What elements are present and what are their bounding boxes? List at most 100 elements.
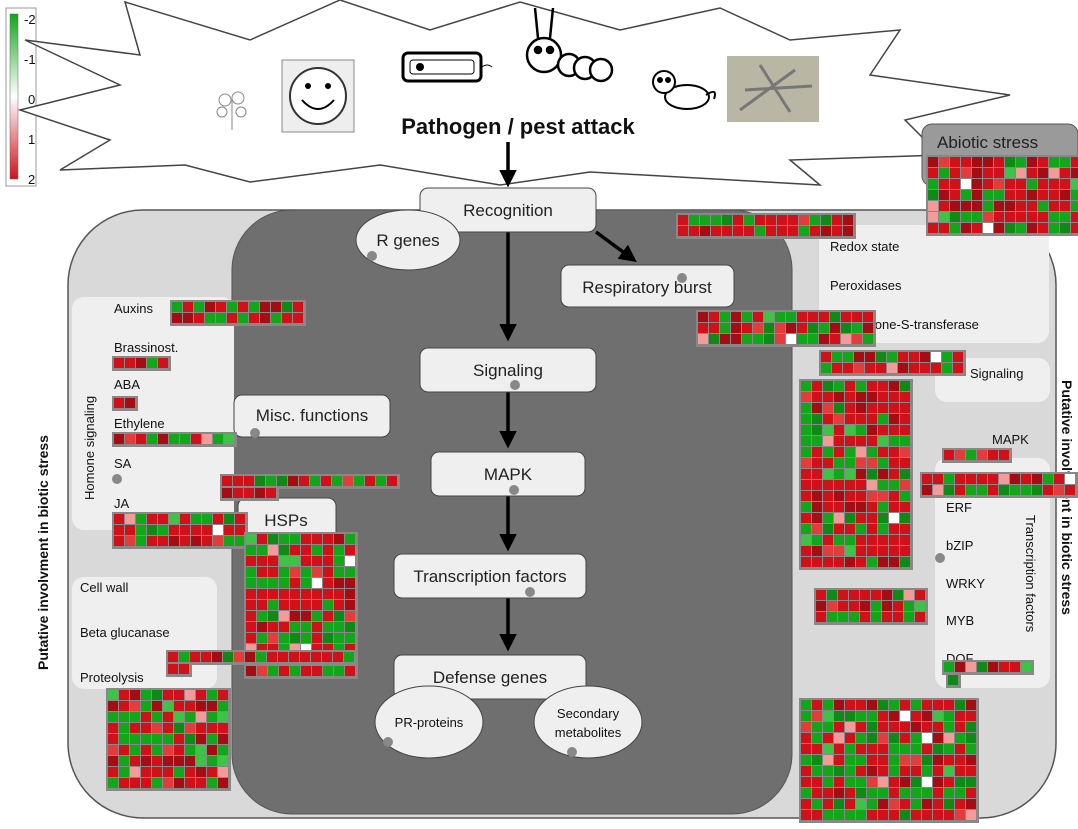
- heatmap-cell: [977, 474, 987, 484]
- heatmap-cell: [130, 767, 140, 777]
- heatmap-cell: [922, 744, 932, 754]
- heatmap-cell: [268, 534, 278, 544]
- heatmap-cell: [867, 425, 877, 435]
- heatmap-cell: [922, 766, 932, 776]
- heatmap-cell: [812, 766, 822, 776]
- heatmap-cell: [950, 157, 960, 167]
- redox-state-label: Redox state: [830, 239, 899, 254]
- heatmap-cell: [141, 745, 151, 755]
- heatmap-cell: [312, 589, 322, 599]
- heatmap-cell: [834, 535, 844, 545]
- heatmap-cell: [255, 476, 265, 486]
- heatmap-cell: [867, 557, 877, 567]
- heatmap-cell: [312, 644, 322, 654]
- heatmap-cell: [812, 414, 822, 424]
- transcription-factors-box[interactable]: Transcription factors: [393, 553, 587, 599]
- heatmap-cell: [169, 514, 179, 524]
- heatmap-cell: [955, 744, 965, 754]
- heatmap-cell: [856, 788, 866, 798]
- pr-proteins-box[interactable]: PR-proteins: [374, 685, 484, 759]
- heatmap-cell: [249, 313, 259, 323]
- heatmap-cell: [185, 734, 195, 744]
- heatmap-cell: [147, 525, 157, 535]
- heatmap-cell: [867, 414, 877, 424]
- respiratory-burst-label: Respiratory burst: [582, 278, 712, 297]
- heatmap-cell: [268, 633, 278, 643]
- heatmap-cell: [933, 755, 943, 765]
- heatmap-cell: [810, 226, 820, 236]
- heatmap-cell: [196, 767, 206, 777]
- heatmap-cell: [977, 450, 987, 460]
- heatmap-cell: [246, 611, 256, 621]
- heatmap-cell: [878, 711, 888, 721]
- heatmap-cell: [915, 601, 925, 611]
- heatmap-cell: [812, 458, 822, 468]
- heatmap-cell: [845, 469, 855, 479]
- heatmap-cell: [1021, 662, 1031, 672]
- erf-label: ERF: [946, 500, 972, 515]
- heatmap-cell: [323, 611, 333, 621]
- heatmap-cell: [878, 799, 888, 809]
- heatmap-cell: [863, 334, 873, 344]
- heatmap-cell: [939, 168, 949, 178]
- heatmap-cell: [312, 633, 322, 643]
- heatmap-cell: [290, 622, 300, 632]
- heatmap-cell: [312, 556, 322, 566]
- hsps-box[interactable]: HSPs: [237, 497, 337, 541]
- heatmap-cell: [207, 778, 217, 788]
- heatmap-cell: [147, 514, 157, 524]
- heatmap-cell: [955, 733, 965, 743]
- heatmap-cell: [845, 458, 855, 468]
- heatmap-cell: [834, 469, 844, 479]
- heatmap-cell: [933, 766, 943, 776]
- heatmap-cell: [246, 567, 256, 577]
- heatmap-cell: [1038, 190, 1048, 200]
- heatmap-cell: [290, 633, 300, 643]
- heatmap-cell: [845, 810, 855, 820]
- mapk-box[interactable]: MAPK: [430, 451, 586, 497]
- heatmap-cell: [108, 756, 118, 766]
- respiratory-burst-box[interactable]: Respiratory burst: [560, 264, 735, 308]
- heatmap-cell: [224, 434, 234, 444]
- heatmap-cell: [845, 766, 855, 776]
- heatmap-cell: [900, 436, 910, 446]
- heatmap-cell: [333, 652, 343, 662]
- heatmap-cell: [955, 700, 965, 710]
- heatmap-cell: [801, 711, 811, 721]
- heatmap-cell: [915, 590, 925, 600]
- heatmap-cell: [933, 711, 943, 721]
- heatmap-cell: [205, 302, 215, 312]
- heatmap-cell: [312, 666, 322, 676]
- heatmap-cell: [845, 513, 855, 523]
- heatmap-cell: [939, 201, 949, 211]
- heatmap-cell: [678, 215, 688, 225]
- heatmap-cell: [841, 334, 851, 344]
- heatmap-cell: [312, 600, 322, 610]
- heatmap-cell: [900, 381, 910, 391]
- heatmap-cell: [867, 447, 877, 457]
- heatmap-cell: [845, 744, 855, 754]
- heatmap-cell: [878, 766, 888, 776]
- heatmap-cell: [834, 546, 844, 556]
- pathogen-title: Pathogen / pest attack: [401, 114, 635, 139]
- heatmap-cell: [733, 215, 743, 225]
- misc-functions-box[interactable]: Misc. functions: [233, 394, 391, 438]
- heatmap-cell: [867, 491, 877, 501]
- r-genes-box[interactable]: R genes: [355, 209, 461, 271]
- recognition-box[interactable]: Recognition: [419, 187, 597, 233]
- heatmap-cell: [801, 392, 811, 402]
- signaling-box[interactable]: Signaling: [419, 347, 597, 393]
- heatmap-cell: [900, 469, 910, 479]
- heatmap-cell: [194, 302, 204, 312]
- bzip-label: bZIP: [946, 538, 973, 553]
- heatmap-cell: [218, 723, 228, 733]
- heatmap-cell: [889, 425, 899, 435]
- heatmap-cell: [279, 644, 289, 654]
- heatmap-cell: [972, 201, 982, 211]
- heatmap-cell: [900, 722, 910, 732]
- heatmap-cell: [191, 434, 201, 444]
- heatmap-cell: [755, 226, 765, 236]
- heatmap-cell: [849, 601, 859, 611]
- secondary-metabolites-box[interactable]: Secondary metabolites: [533, 685, 643, 759]
